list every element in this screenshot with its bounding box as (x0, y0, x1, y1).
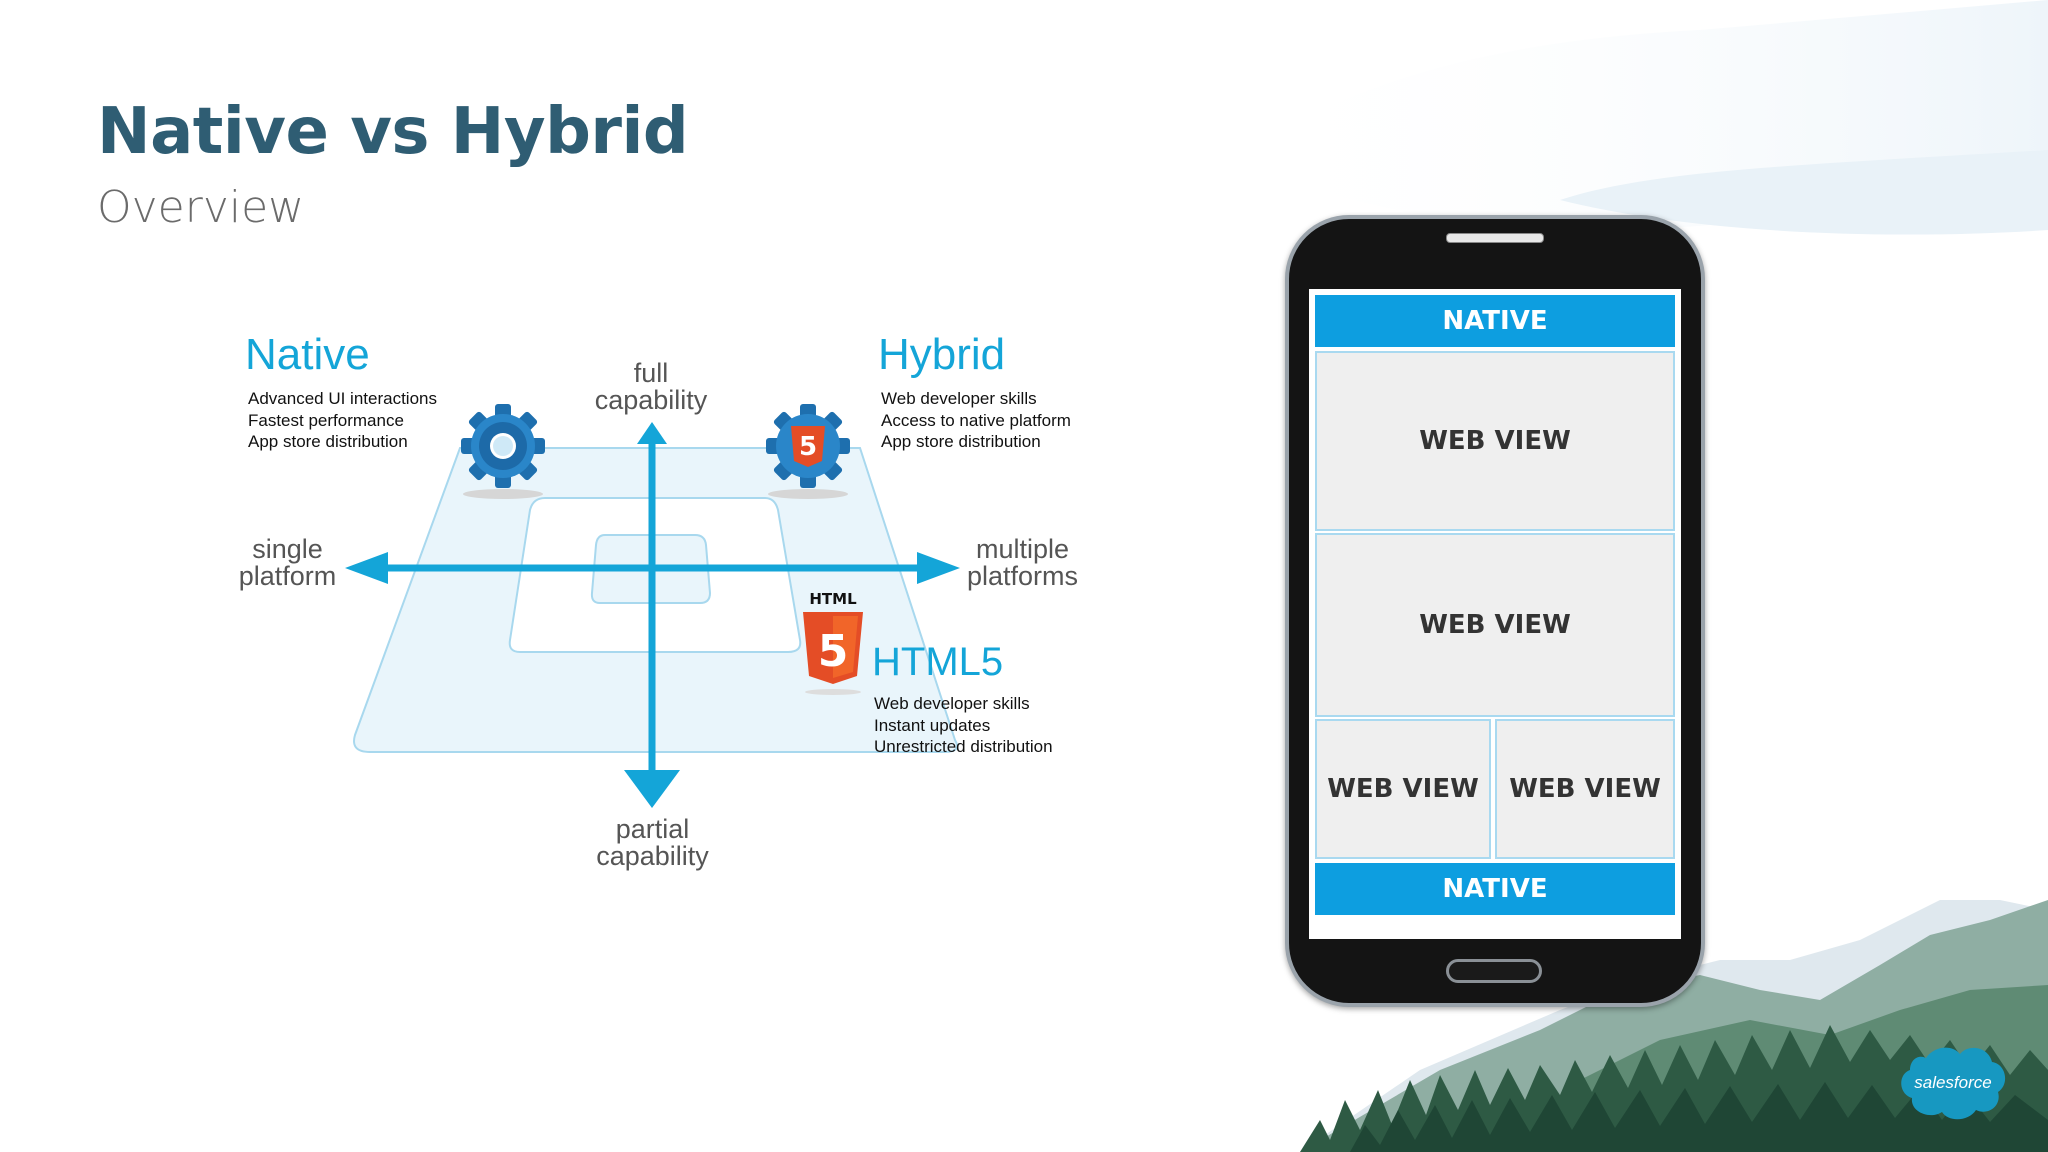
html5-feature-item: Unrestricted distribution (874, 737, 1053, 756)
phone-web-view-1: WEB VIEW (1315, 351, 1675, 531)
html5-feature-item: Instant updates (874, 715, 991, 735)
native-feature-list: Advanced UI interactions Fastest perform… (248, 388, 437, 453)
native-gear-icon (461, 404, 545, 499)
phone-home-button (1446, 959, 1542, 983)
phone-device: NATIVE WEB VIEW WEB VIEW WEB VIEW WEB VI… (1285, 215, 1705, 1007)
axis-label-line: platforms (966, 561, 1079, 591)
native-feature-item: App store distribution (248, 432, 408, 451)
phone-web-view-3: WEB VIEW (1315, 719, 1491, 859)
axis-label-line: single (252, 534, 323, 564)
hybrid-feature-item: App store distribution (881, 432, 1041, 451)
phone-web-view-2: WEB VIEW (1315, 533, 1675, 717)
axis-label-right: multiple platforms (955, 536, 1090, 590)
axis-label-line: full (633, 358, 669, 388)
axis-label-line: capability (594, 385, 708, 415)
axis-label-line: capability (596, 841, 709, 871)
down-arrowhead (624, 770, 680, 808)
native-feature-item: Fastest performance (248, 410, 404, 430)
axis-label-bottom: partial capability (580, 816, 725, 870)
phone-screen: NATIVE WEB VIEW WEB VIEW WEB VIEW WEB VI… (1309, 289, 1681, 939)
axis-label-left: single platform (230, 536, 345, 590)
hybrid-heading: Hybrid (878, 330, 1006, 379)
axis-label-top: full capability (580, 360, 722, 414)
native-heading: Native (245, 330, 370, 379)
hybrid-feature-list: Web developer skills Access to native pl… (881, 388, 1071, 453)
left-arrowhead (345, 552, 388, 584)
html5-feature-item: Web developer skills (874, 694, 1030, 713)
slide-title: Native vs Hybrid (97, 95, 689, 169)
slide-subtitle: Overview (97, 182, 305, 233)
native-feature-item: Advanced UI interactions (248, 389, 437, 408)
up-arrowhead (637, 422, 667, 444)
salesforce-logo-text: salesforce (1914, 1073, 1991, 1092)
phone-native-bottom-bar: NATIVE (1315, 863, 1675, 915)
axis-label-line: partial (615, 814, 690, 844)
axis-label-line: platform (238, 561, 337, 591)
right-arrowhead (917, 552, 960, 584)
phone-speaker (1446, 233, 1544, 243)
hybrid-gear-icon: 5 (766, 404, 850, 499)
phone-web-view-4: WEB VIEW (1495, 719, 1675, 859)
html5-badge-label: HTML (809, 590, 857, 608)
html5-heading: HTML5 (872, 640, 1004, 684)
hybrid-feature-item: Web developer skills (881, 389, 1037, 408)
axis-label-line: multiple (975, 534, 1070, 564)
salesforce-logo: salesforce (1901, 1047, 2006, 1120)
html5-shield-icon: HTML 5 (803, 590, 863, 695)
html5-badge-number: 5 (818, 626, 849, 677)
phone-native-top-bar: NATIVE (1315, 295, 1675, 347)
html5-feature-list: Web developer skills Instant updates Unr… (874, 693, 1053, 758)
hybrid-feature-item: Access to native platform (881, 410, 1071, 430)
hybrid-gear-5-text: 5 (799, 432, 817, 462)
